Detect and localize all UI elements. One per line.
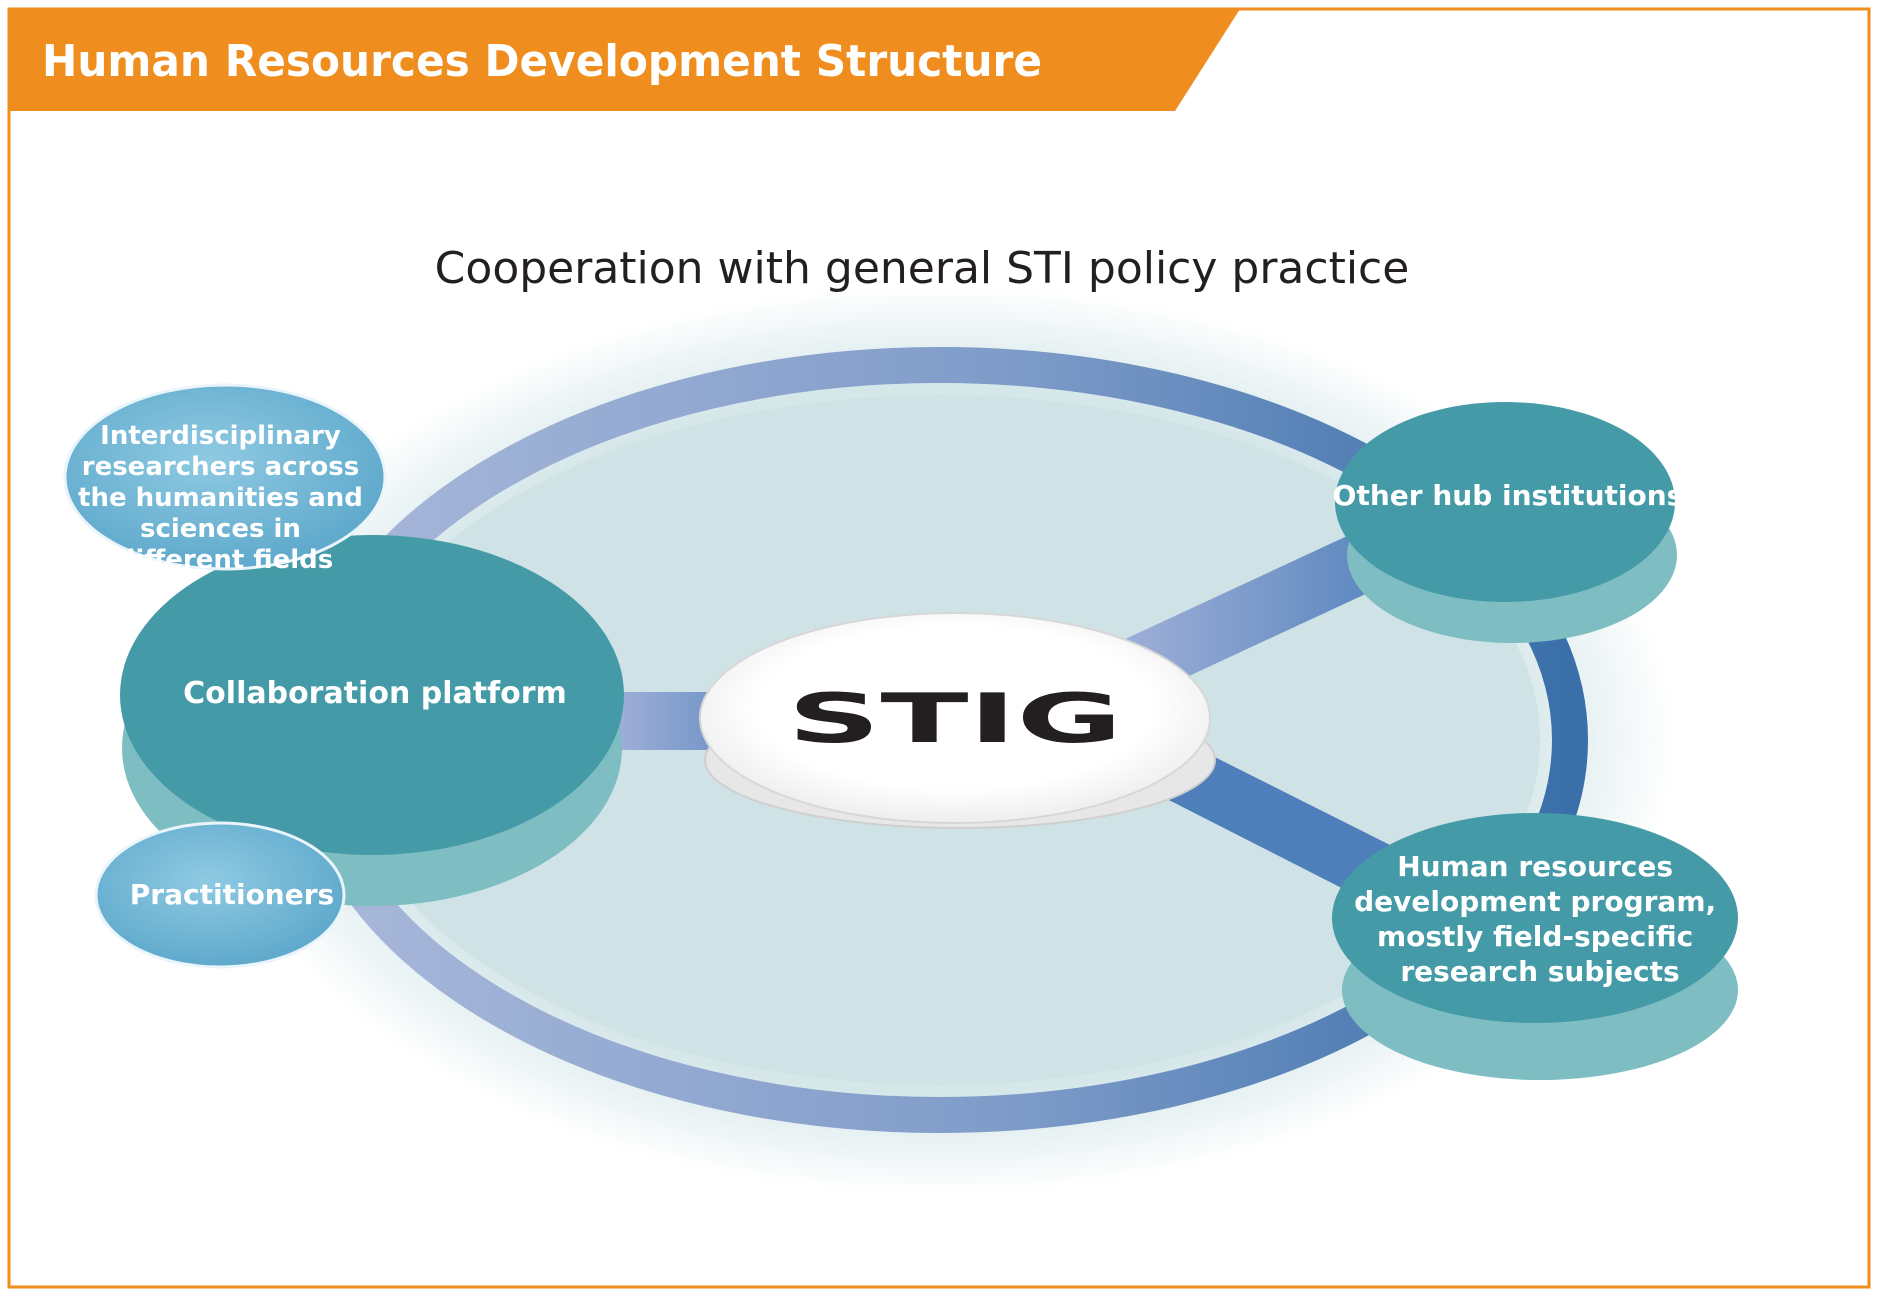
practitioners-label: Practitioners — [130, 878, 334, 911]
stig-center: STIG — [699, 612, 1216, 829]
interdisciplinary-line: different fields — [117, 545, 334, 575]
interdisciplinary-line: researchers across — [82, 452, 359, 482]
node-interdisciplinary-researchers: Interdisciplinary researchers across the… — [63, 383, 387, 575]
node-practitioners: Practitioners — [94, 821, 346, 969]
other-hub-label: Other hub institutions — [1333, 479, 1684, 512]
interdisciplinary-line: the humanities and — [78, 483, 363, 513]
hr-program-line: development program, — [1354, 885, 1716, 918]
hr-program-line: Human resources — [1397, 850, 1673, 883]
header-banner: Human Resources Development Structure — [9, 9, 1240, 111]
collaboration-label: Collaboration platform — [183, 676, 567, 711]
node-other-hub-institutions: Other hub institutions — [1333, 402, 1684, 643]
interdisciplinary-line: Interdisciplinary — [100, 421, 341, 451]
hr-program-line: mostly field-specific — [1377, 920, 1693, 953]
interdisciplinary-label: Interdisciplinary researchers across the… — [78, 421, 372, 575]
page-title: Human Resources Development Structure — [42, 36, 1042, 87]
interdisciplinary-line: sciences in — [140, 514, 301, 544]
hr-program-label: Human resources development program, mos… — [1354, 850, 1726, 988]
node-collaboration-platform: Collaboration platform — [120, 535, 624, 906]
stig-logo: STIG — [788, 680, 1123, 759]
node-hr-development-program: Human resources development program, mos… — [1332, 813, 1738, 1080]
hr-program-line: research subjects — [1400, 955, 1679, 988]
